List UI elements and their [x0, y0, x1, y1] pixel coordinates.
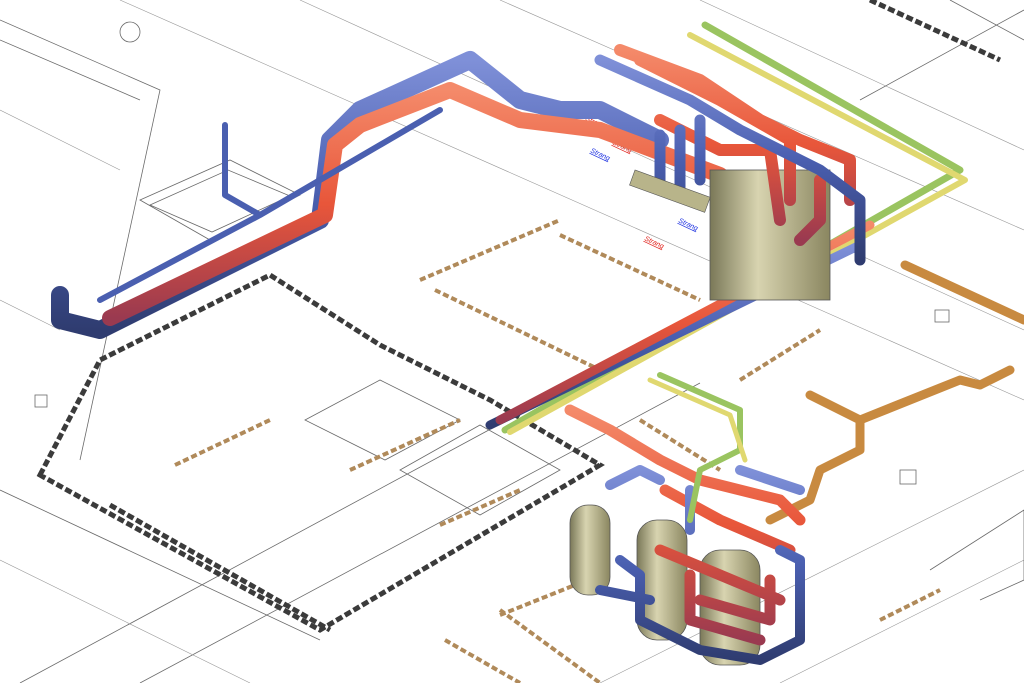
pipe-ochre — [765, 260, 1024, 525]
distributor-bar — [629, 169, 711, 213]
pipe-blue-duct — [51, 51, 669, 339]
pipe-blue-lower — [595, 465, 805, 665]
pipe-red-plant — [614, 44, 856, 246]
pipe-blue-small — [97, 107, 443, 303]
pipe-network — [51, 21, 1024, 666]
storage-tank — [569, 504, 611, 596]
pipe-yellow-lower — [647, 377, 748, 463]
system-label: Strang — [589, 147, 611, 162]
pipe-yellow — [507, 32, 968, 435]
pipe-red-duct — [102, 82, 728, 326]
pipe-blue-plant — [594, 54, 866, 266]
pipe-red-lower — [564, 404, 806, 646]
system-label: Strang — [677, 217, 699, 232]
system-label: Strang — [643, 235, 665, 250]
